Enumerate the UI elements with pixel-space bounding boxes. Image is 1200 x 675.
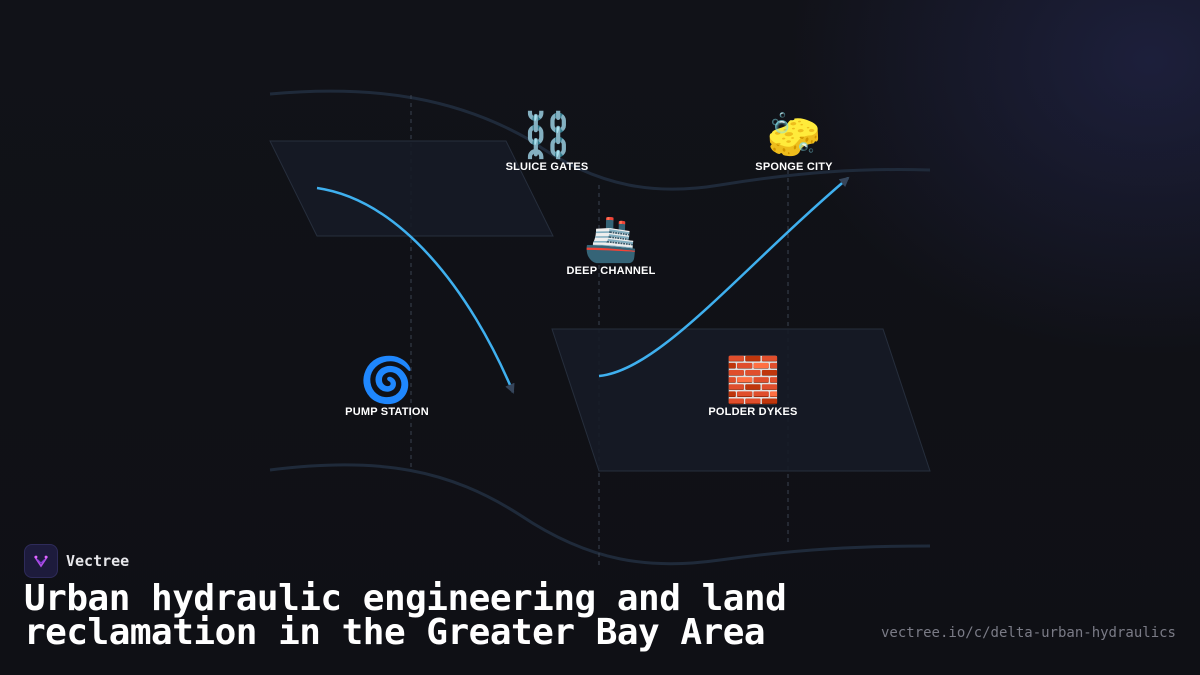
node-label-pump-station: PUMP STATION <box>345 406 429 418</box>
node-deep-channel: 🚢 DEEP CHANNEL <box>531 215 691 278</box>
vectree-logo-icon <box>24 544 58 578</box>
node-pump-station: 🌀 PUMP STATION <box>307 356 467 419</box>
cyclone-icon: 🌀 <box>359 356 415 405</box>
node-polder-dykes: 🧱 POLDER DYKES <box>673 356 833 419</box>
flow-arrow-to-pump-station <box>316 186 515 394</box>
chain-icon: ⛓️ <box>519 111 575 160</box>
brand-name: Vectree <box>66 552 130 570</box>
upper-river-curve <box>269 89 931 191</box>
lower-river-curve <box>269 463 931 566</box>
sponge-icon: 🧽 <box>766 111 822 160</box>
lower-plane <box>551 328 931 472</box>
ship-icon: 🚢 <box>583 215 639 264</box>
brick-icon: 🧱 <box>725 356 781 405</box>
source-url: vectree.io/c/delta-urban-hydraulics <box>880 625 1176 641</box>
node-label-sluice-gates: SLUICE GATES <box>505 161 589 173</box>
node-label-deep-channel: DEEP CHANNEL <box>566 265 656 277</box>
brand: Vectree <box>24 544 129 578</box>
node-sponge-city: 🧽 SPONGE CITY <box>714 111 874 174</box>
node-label-sponge-city: SPONGE CITY <box>755 161 833 173</box>
flow-arrow-to-sponge-city <box>598 176 850 378</box>
page-title: Urban hydraulic engineering and land rec… <box>24 578 787 653</box>
upper-plane <box>269 140 554 237</box>
node-label-polder-dykes: POLDER DYKES <box>708 406 798 418</box>
node-sluice-gates: ⛓️ SLUICE GATES <box>467 111 627 174</box>
